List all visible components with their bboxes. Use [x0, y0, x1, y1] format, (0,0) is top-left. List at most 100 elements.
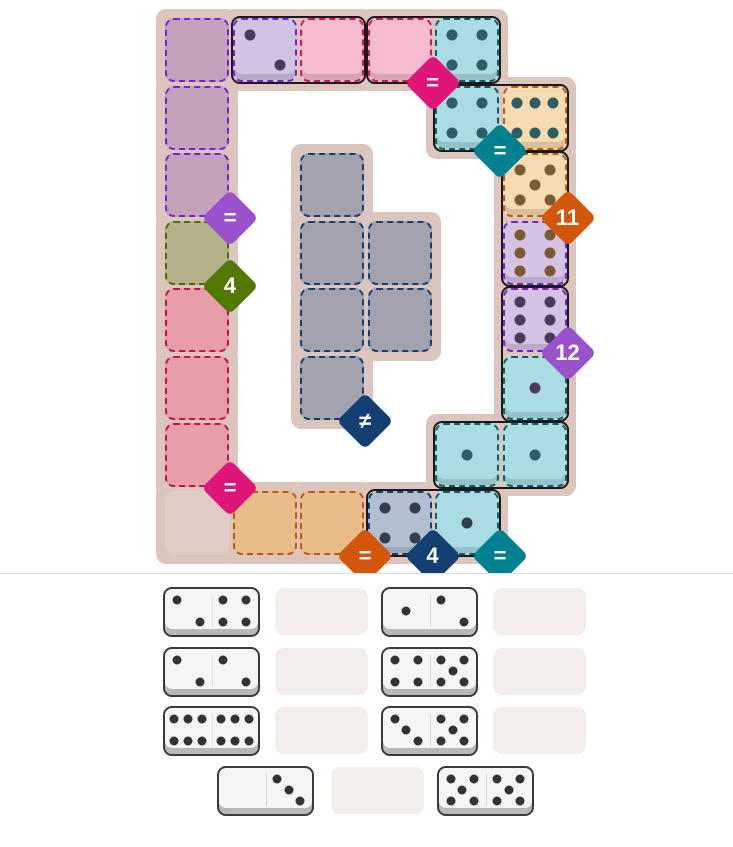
constraint-label: 11: [555, 205, 580, 230]
domino-divider: [211, 595, 213, 627]
pip: [413, 677, 423, 687]
pip: [469, 774, 479, 784]
board-cell-pink-equal[interactable]: [367, 18, 432, 82]
pip: [529, 179, 540, 191]
pip: [446, 796, 456, 806]
constraint-label: =: [426, 70, 439, 95]
domino-half: [165, 708, 212, 752]
pip: [183, 736, 193, 746]
pip: [459, 714, 469, 724]
pip: [514, 164, 525, 176]
pip: [218, 595, 228, 605]
board-cell-pink-equal[interactable]: [300, 18, 364, 82]
constraint-badge: =: [201, 189, 259, 247]
pip: [514, 247, 525, 258]
pip: [446, 127, 458, 138]
board-cell-orange-equal[interactable]: [300, 490, 364, 555]
domino-half: [430, 708, 477, 752]
domino-tile-3-5[interactable]: [381, 706, 478, 756]
constraint-label: 4: [426, 542, 439, 568]
pip: [401, 606, 411, 616]
pip: [457, 785, 467, 795]
domino-half: [383, 649, 430, 693]
pip: [492, 796, 502, 806]
pip: [544, 296, 555, 308]
pip: [409, 532, 420, 543]
pip: [476, 127, 488, 138]
domino-half: [486, 768, 533, 812]
board-cell-teal-equal-bottom[interactable]: [502, 423, 567, 487]
pip: [413, 736, 423, 746]
board-cell-purple-equal[interactable]: [232, 18, 297, 82]
pip: [295, 796, 305, 806]
pip: [492, 774, 502, 784]
domino-tile-5-5[interactable]: [437, 766, 534, 816]
empty-tray-slot[interactable]: [331, 767, 424, 814]
domino-divider: [429, 595, 431, 627]
board-cell-teal-equal-top[interactable]: [435, 18, 499, 82]
pip: [547, 97, 558, 108]
pip: [436, 736, 446, 746]
constraint-badge: =: [471, 122, 529, 179]
board-cell-gray-not-equal[interactable]: [367, 220, 432, 285]
pip: [461, 449, 473, 461]
pip: [544, 332, 555, 344]
domino-tile-2-2[interactable]: [163, 647, 260, 697]
domino-tile-2-4[interactable]: [163, 587, 260, 637]
empty-tray-slot[interactable]: [493, 588, 586, 635]
constraint-badge: 4: [404, 527, 461, 573]
domino-half: [430, 589, 477, 633]
pip: [218, 655, 228, 665]
pip: [514, 194, 525, 206]
board-cell-pink-equal-left[interactable]: [165, 355, 229, 420]
pip: [476, 29, 488, 41]
constraint-label: 4: [223, 272, 237, 298]
empty-tray-slot[interactable]: [275, 707, 368, 754]
pip: [514, 229, 525, 240]
domino-half: [212, 649, 259, 693]
pip: [272, 774, 282, 784]
empty-tray-slot[interactable]: [493, 707, 586, 754]
board-cell-purple-equal[interactable]: [165, 18, 229, 82]
board-cell-orange-equal[interactable]: [232, 490, 297, 555]
pip: [446, 29, 458, 41]
empty-tray-slot[interactable]: [275, 588, 368, 635]
pip: [172, 595, 182, 605]
empty-tray-slot[interactable]: [493, 648, 586, 695]
pip: [241, 617, 251, 627]
domino-tile-0-3[interactable]: [217, 766, 314, 816]
pip: [529, 97, 540, 108]
domino-tile-1-2[interactable]: [381, 587, 478, 637]
board-cell-gray-not-equal[interactable]: [367, 288, 432, 352]
pip: [390, 677, 400, 687]
pip: [529, 382, 540, 393]
board-cell-teal-equal-bottom[interactable]: [435, 423, 499, 487]
constraint-label: ≠: [358, 407, 372, 433]
pip: [461, 517, 473, 528]
board-cell-purple-equal[interactable]: [165, 85, 229, 150]
pip: [216, 736, 226, 746]
domino-divider: [485, 774, 487, 806]
constraint-badge: =: [201, 459, 259, 517]
pip: [469, 796, 479, 806]
pip: [514, 332, 525, 344]
pip: [544, 247, 555, 258]
board-cell-gray-not-equal[interactable]: [300, 153, 364, 217]
board-cell-gray-not-equal[interactable]: [300, 288, 364, 352]
constraint-badge: =: [471, 527, 529, 573]
domino-half: [383, 589, 430, 633]
domino-half: [165, 649, 212, 693]
domino-tile-6-6[interactable]: [163, 706, 260, 756]
pip: [169, 714, 179, 724]
domino-tile-4-5[interactable]: [381, 647, 478, 697]
empty-tray-slot[interactable]: [275, 648, 368, 695]
board-cell-gray-not-equal[interactable]: [300, 220, 364, 285]
pip: [515, 796, 525, 806]
pip: [504, 785, 514, 795]
pip: [448, 725, 458, 735]
constraint-badge: ≠: [336, 392, 394, 449]
pip: [446, 97, 458, 108]
pip: [476, 97, 488, 108]
pip: [436, 677, 446, 687]
